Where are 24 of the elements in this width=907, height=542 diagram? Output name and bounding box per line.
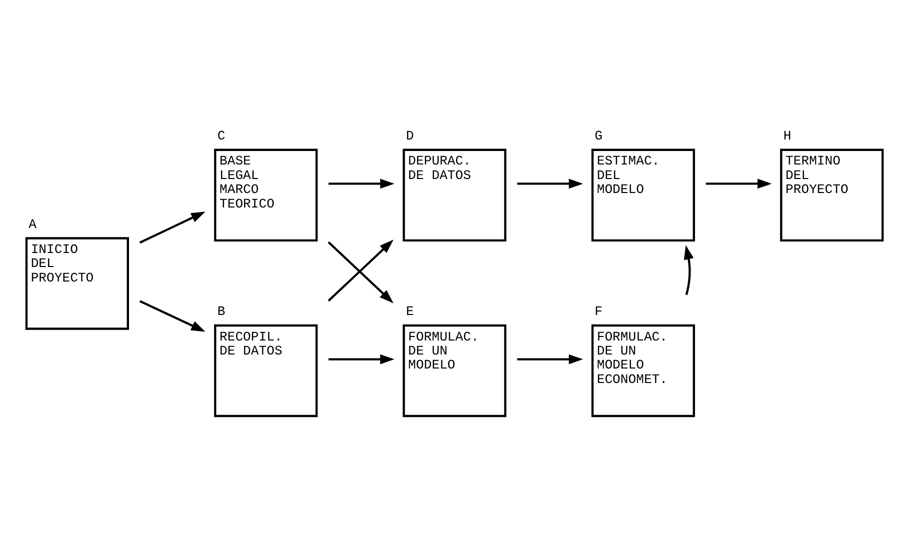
- arrow: [705, 178, 772, 188]
- arrow: [138, 211, 205, 244]
- arrow: [138, 300, 205, 332]
- node-label: D: [406, 128, 414, 144]
- node-label: B: [216, 304, 225, 319]
- node-label: E: [406, 304, 414, 319]
- node-box: FORMULAC. DE UN MODELO ECONOMET.: [590, 324, 695, 417]
- node-box: TERMINO DEL PROYECTO: [780, 148, 884, 241]
- arrow: [328, 178, 394, 188]
- arrow: [516, 178, 583, 188]
- node-label: A: [28, 216, 36, 232]
- node-label: H: [782, 128, 791, 144]
- arrow: [328, 354, 394, 364]
- node-box: BASE LEGAL MARCO TEORICO: [214, 148, 318, 241]
- arrow: [683, 244, 694, 295]
- node-label: F: [594, 304, 602, 319]
- node-box: FORMULAC. DE UN MODELO: [402, 324, 506, 417]
- arrow: [516, 354, 583, 364]
- node-box: ESTIMAC. DEL MODELO: [590, 148, 695, 241]
- node-box: DEPURAC. DE DATOS: [402, 148, 506, 241]
- node-label: G: [594, 128, 602, 144]
- node-label: C: [216, 128, 225, 144]
- node-box: RECOPIL. DE DATOS: [214, 324, 318, 417]
- node-box: INICIO DEL PROYECTO: [24, 236, 128, 330]
